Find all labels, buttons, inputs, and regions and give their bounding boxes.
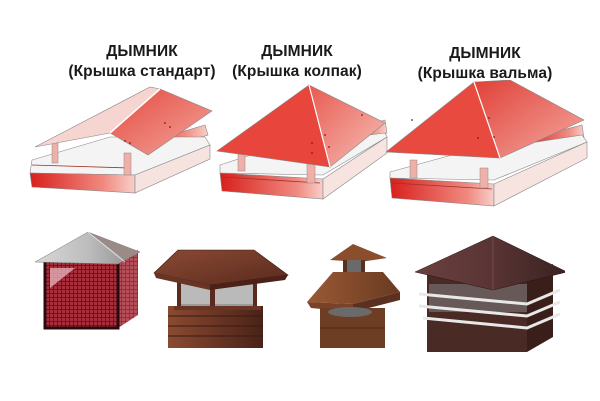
photo-brown-hip-chimney-cap: [150, 240, 290, 350]
photo-louvre-chimney-cap: [405, 232, 565, 357]
louvre-cap-photo: [414, 235, 565, 352]
caption-subtitle: (Крышка стандарт): [68, 63, 216, 80]
photo-two-tier-chimney-cap: [305, 242, 400, 352]
caption-title: ДЫМНИК: [106, 43, 178, 60]
two-tier-cap-photo: [307, 244, 400, 348]
photo-mesh-chimney-cap: [30, 230, 145, 335]
caption-kolpak: ДЫМНИК (Крышка колпак): [222, 42, 372, 82]
caption-valma: ДЫМНИК (Крышка вальма): [405, 44, 565, 84]
diagram-valma-cap: [382, 80, 600, 210]
caption-title: ДЫМНИК: [449, 45, 521, 62]
caption-standard: ДЫМНИК (Крышка стандарт): [62, 42, 222, 82]
hip-roof-illustration: [385, 80, 588, 207]
diagram-standard-cap: [0, 75, 220, 200]
gable-roof-illustration: [29, 86, 213, 194]
mesh-cap-photo: [34, 231, 141, 330]
caption-title: ДЫМНИК: [261, 43, 333, 60]
diagram-kolpak-cap: [205, 75, 395, 210]
caption-subtitle: (Крышка колпак): [232, 63, 362, 80]
pyramid-roof-illustration: [216, 84, 388, 200]
brown-hip-cap-photo: [153, 249, 289, 348]
caption-subtitle: (Крышка вальма): [417, 65, 553, 82]
